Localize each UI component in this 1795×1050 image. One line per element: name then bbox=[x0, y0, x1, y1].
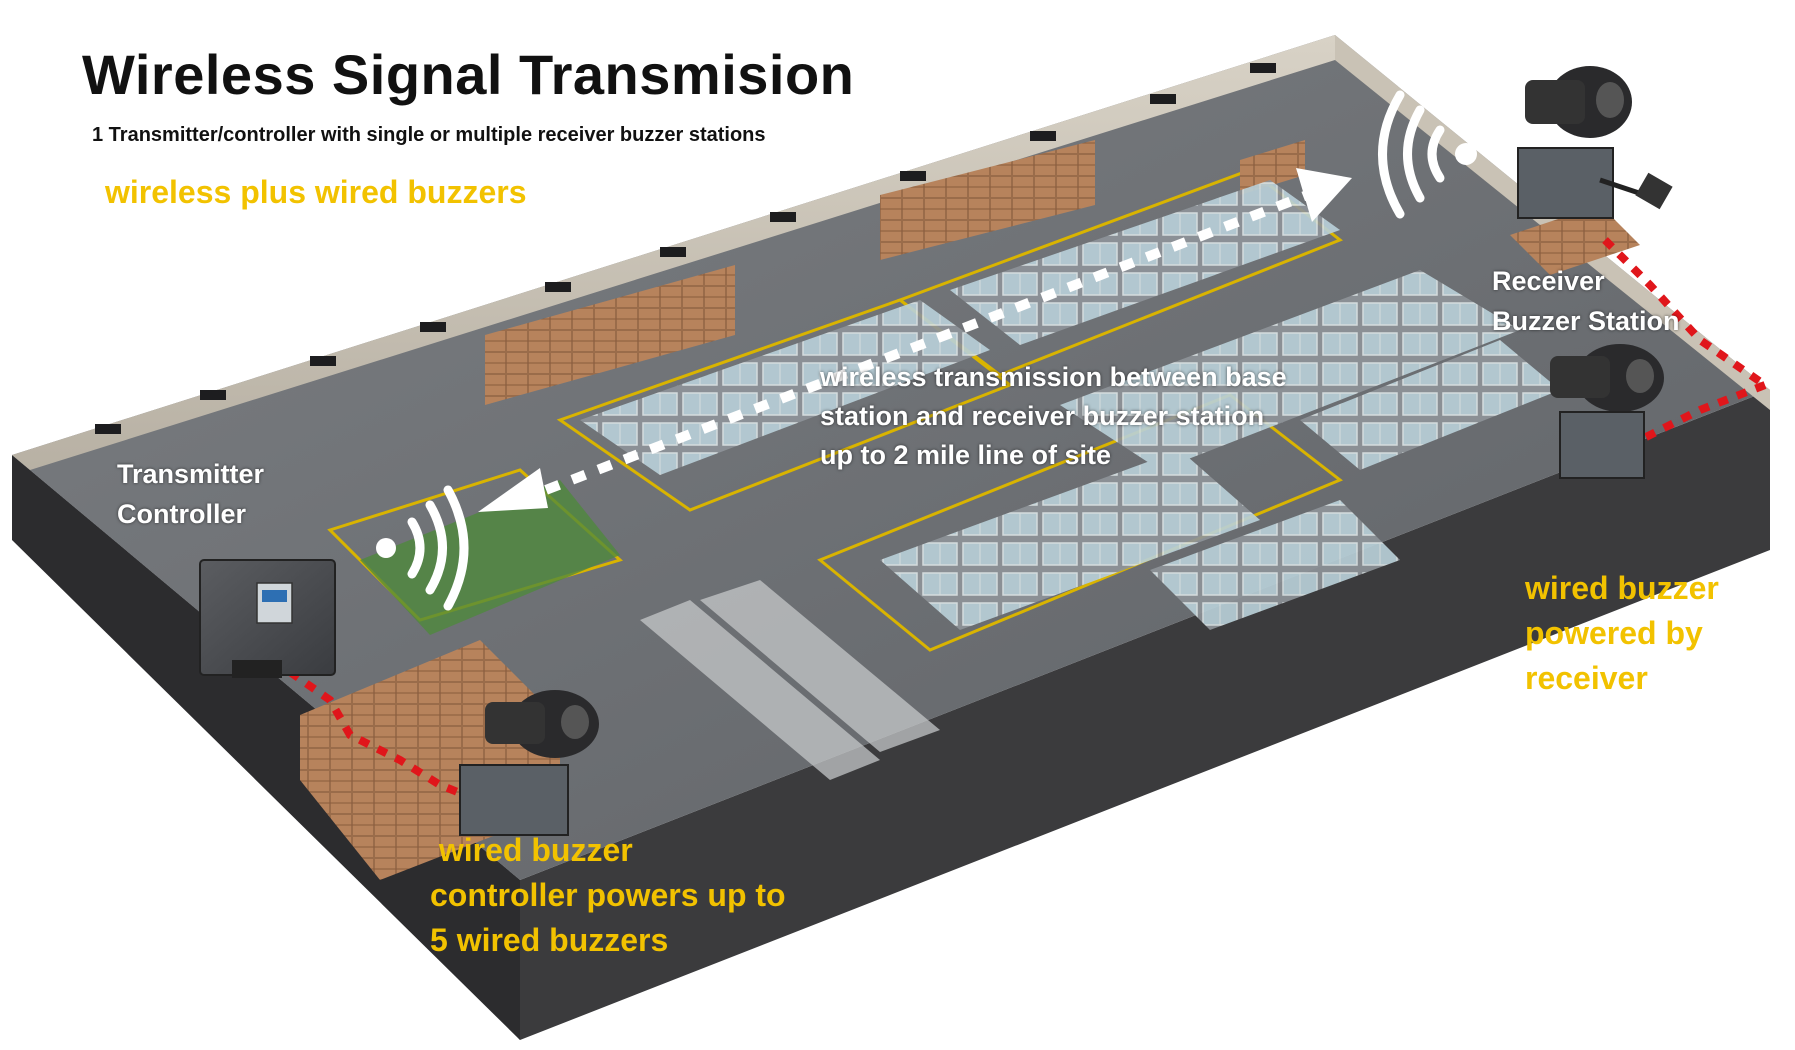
receiver-label-line: Receiver bbox=[1492, 266, 1605, 296]
wireless-plus-wired-label: wireless plus wired buzzers bbox=[105, 174, 527, 210]
transmitter-controller-label: Transmitter Controller bbox=[117, 454, 337, 534]
wired-left-label-line: wired buzzer bbox=[430, 832, 633, 868]
transmitter-label-line: Transmitter bbox=[117, 459, 265, 489]
receiver-station-label: Receiver Buzzer Station bbox=[1492, 261, 1702, 341]
arrowhead-left-icon bbox=[478, 468, 548, 512]
outer-wall-left bbox=[12, 455, 520, 1040]
wireless-signal-waves-icon bbox=[376, 485, 469, 611]
production-lines bbox=[360, 180, 1560, 780]
horn-buzzer-icon bbox=[1550, 344, 1664, 412]
wired-buzzer-right bbox=[1550, 344, 1664, 479]
transmission-label-line: up to 2 mile line of site bbox=[820, 440, 1112, 470]
page-title: Wireless Signal Transmision bbox=[82, 43, 855, 106]
transmission-description-label: wireless transmission between base stati… bbox=[820, 358, 1340, 475]
wired-right-label-line: receiver bbox=[1525, 660, 1648, 696]
receiver-box-icon bbox=[459, 764, 569, 836]
wired-connections bbox=[287, 237, 1768, 799]
receiver-box-icon bbox=[1517, 147, 1673, 219]
wired-right-label-line: wired buzzer bbox=[1525, 570, 1719, 606]
receiver-label-line: Buzzer Station bbox=[1492, 306, 1680, 336]
transmitter-controller-box-icon bbox=[199, 559, 336, 678]
horn-buzzer-icon bbox=[1525, 66, 1632, 138]
wired-left-label-line: 5 wired buzzers bbox=[430, 922, 669, 958]
wired-buzzer-left bbox=[459, 690, 599, 836]
wired-right-label-line: powered by bbox=[1525, 615, 1703, 651]
horn-buzzer-icon bbox=[485, 690, 599, 758]
wireless-transmission-arrow bbox=[478, 168, 1352, 512]
wired-left-label-line: controller powers up to bbox=[430, 877, 786, 913]
back-wall-windows bbox=[95, 63, 1276, 434]
arrowhead-right-icon bbox=[1296, 168, 1352, 222]
wired-buzzer-left-label: wired buzzer controller powers up to 5 w… bbox=[430, 828, 830, 963]
receiver-buzzer-station bbox=[1517, 66, 1673, 219]
wireless-signal-waves-icon bbox=[1378, 90, 1477, 219]
wired-buzzer-right-label: wired buzzer powered by receiver bbox=[1525, 566, 1755, 701]
transmission-label-line: station and receiver buzzer station bbox=[820, 401, 1265, 431]
transmission-label-line: wireless transmission between base bbox=[820, 362, 1287, 392]
transmitter-label-line: Controller bbox=[117, 499, 247, 529]
receiver-box-icon bbox=[1559, 411, 1645, 479]
page-subtitle: 1 Transmitter/controller with single or … bbox=[92, 124, 766, 146]
